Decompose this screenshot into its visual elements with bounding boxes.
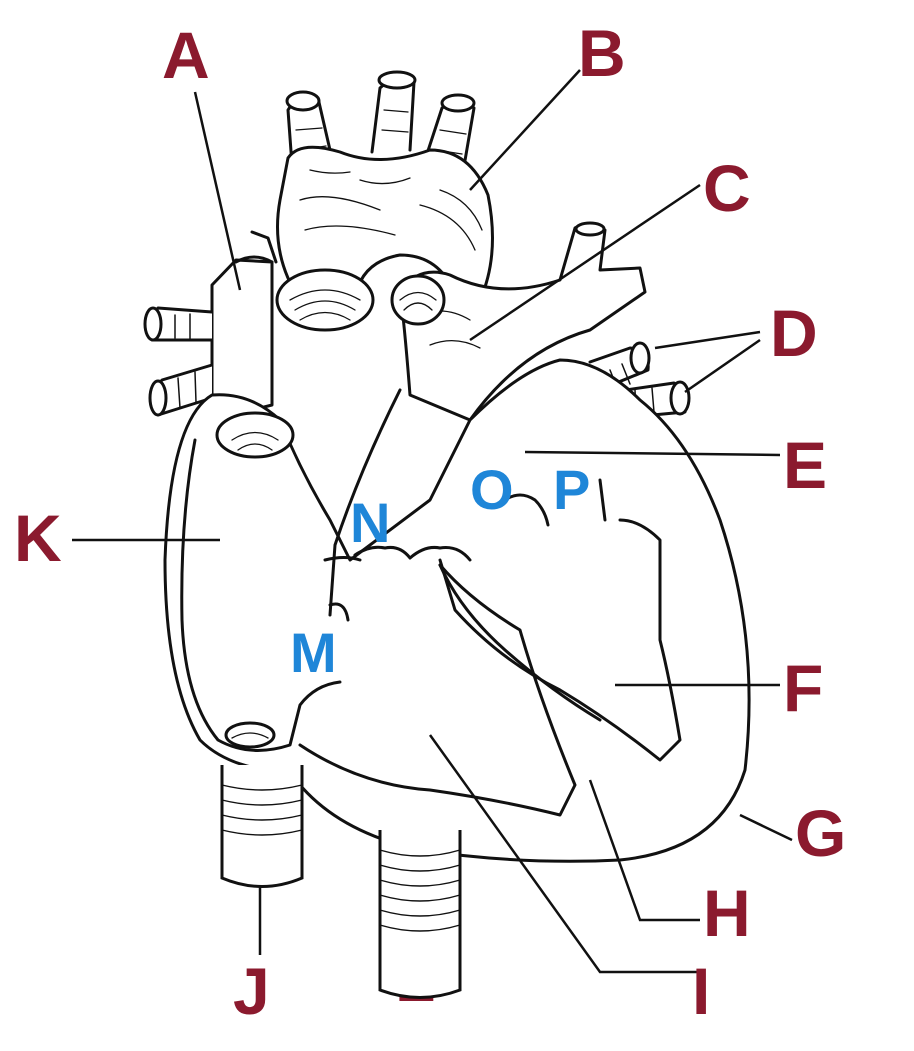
mitral-valve xyxy=(598,478,607,522)
label-i: I xyxy=(692,954,711,1028)
leader-b xyxy=(469,69,581,191)
leader-h xyxy=(588,779,700,922)
label-l: L xyxy=(395,941,436,1015)
label-g: G xyxy=(795,796,847,870)
pulmonary-valve xyxy=(353,545,472,562)
tricuspid-valve xyxy=(323,556,362,622)
label-n: N xyxy=(350,491,391,554)
label-m: M xyxy=(290,621,337,684)
label-k: K xyxy=(14,501,62,575)
vessel-openings xyxy=(275,268,446,332)
aortic-valve xyxy=(503,493,550,527)
label-b: B xyxy=(578,16,626,90)
label-o: O xyxy=(470,458,514,521)
leader-d-lower xyxy=(684,338,761,394)
leader-d-upper xyxy=(654,330,761,350)
label-d: D xyxy=(770,296,818,370)
label-h: H xyxy=(703,876,751,950)
left-ventricle-inner xyxy=(438,518,682,762)
leader-g xyxy=(739,813,793,842)
label-c: C xyxy=(703,151,751,225)
leader-i xyxy=(428,734,700,974)
right-pulmonary-veins xyxy=(143,306,214,417)
right-ventricle-inner xyxy=(298,563,577,817)
leader-e xyxy=(524,450,781,457)
interatrial-septum xyxy=(328,388,402,617)
leader-c xyxy=(469,183,701,342)
leader-a xyxy=(193,91,242,291)
label-f: F xyxy=(783,651,824,725)
right-atrium-wall xyxy=(180,438,342,752)
label-j: J xyxy=(233,954,270,1028)
label-e: E xyxy=(783,428,828,502)
label-p: P xyxy=(553,458,591,521)
label-a: A xyxy=(162,18,210,92)
interventricular-septum xyxy=(438,563,602,722)
